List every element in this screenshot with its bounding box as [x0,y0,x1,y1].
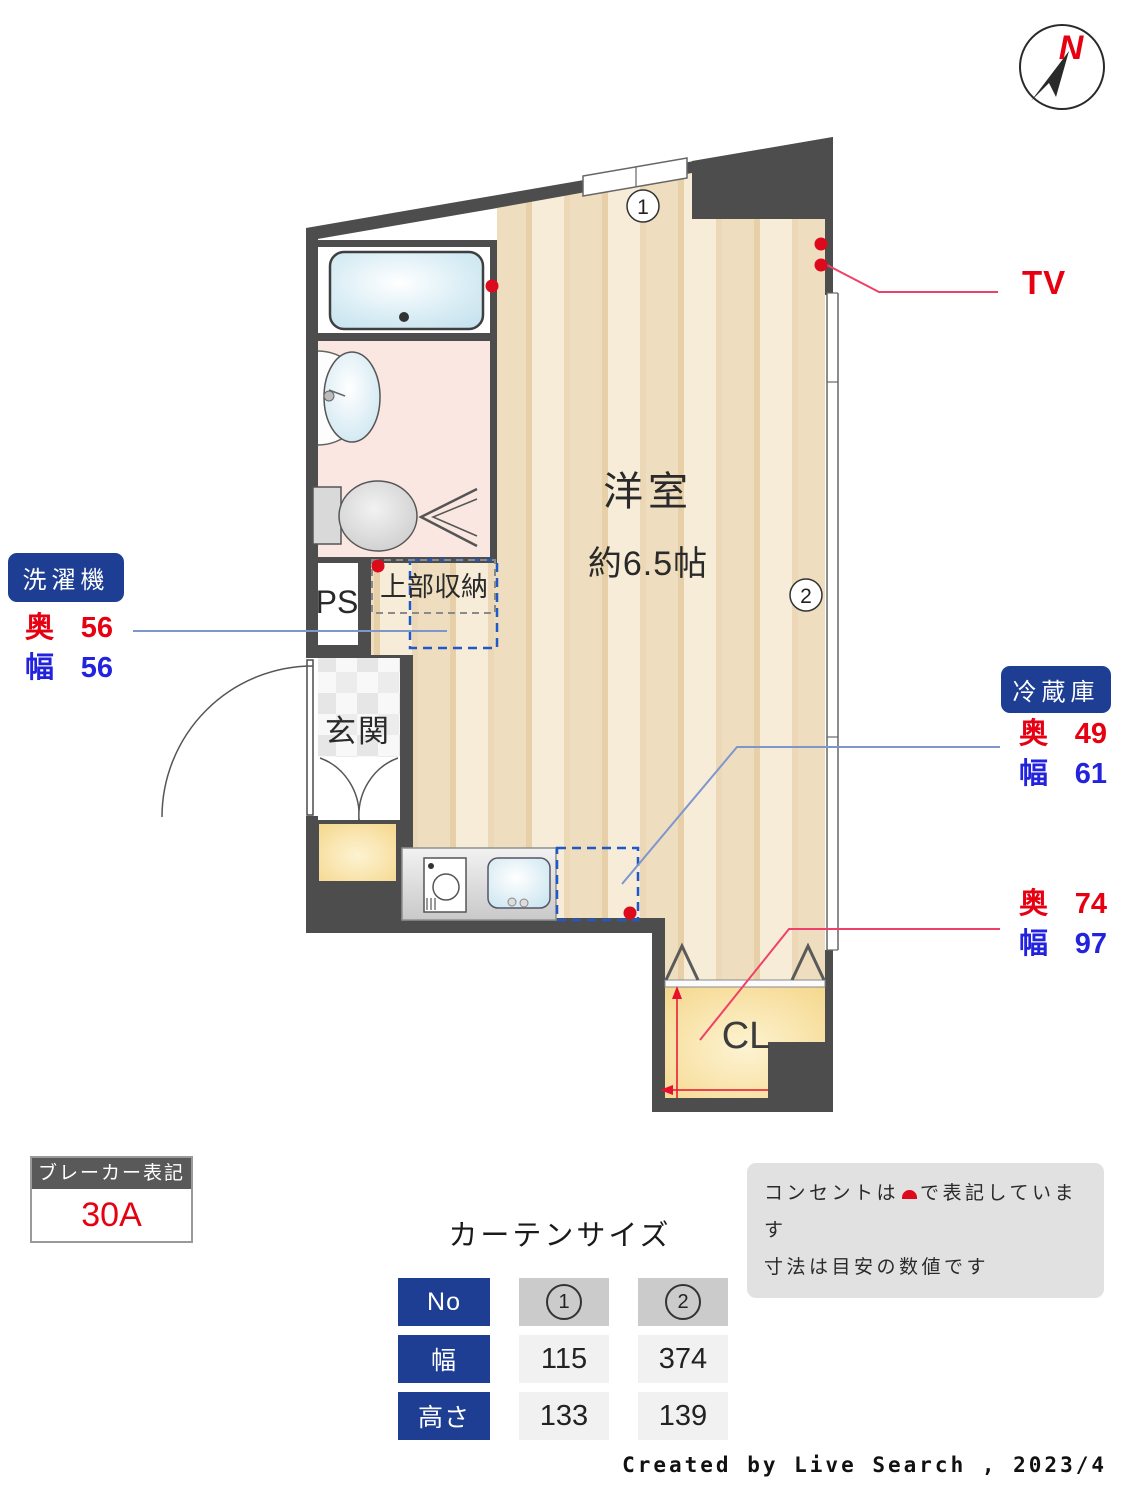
washer-space-outline [408,558,499,650]
entrance-label: 玄関 [325,714,391,749]
notes-line2: 寸法は目安の数値です [764,1257,990,1279]
main-room-floor [371,173,825,985]
upper-storage-label: 上部収納 [380,572,488,602]
folding-door-marks [664,942,826,981]
curtain-row-label-width: 幅 [398,1335,490,1383]
kitchen-sink [487,857,551,909]
outlet-dots [371,237,828,920]
closet-width-row: 幅 97 [1019,928,1107,960]
shoe-cabinet [319,824,396,881]
fridge-tag: 冷蔵庫 [1001,666,1111,713]
outlet-icon [485,279,499,293]
main-room-name: 洋室 [603,470,693,514]
outlet-icon [814,258,828,272]
compass: N [1019,24,1105,110]
front-door [161,659,314,818]
closet-depth-row: 奥 74 [1019,888,1107,920]
main-room-size: 約6.5帖 [588,545,708,583]
fridge-width-row: 幅 61 [1019,758,1107,790]
curtain-table: No 1 2 幅 115 374 高さ 133 139 [398,1278,728,1440]
curtain-col1-number: 1 [546,1284,582,1320]
pipe-space-label: PS [316,584,359,620]
kitchen-counter [401,847,557,921]
closet-measurements: 奥 74 幅 97 [1019,886,1107,962]
curtain-col2-number: 2 [665,1284,701,1320]
washer-measurements: 奥 56 幅 56 [25,610,113,686]
bathtub [328,250,485,331]
fridge-space-outline [555,846,640,922]
outlet-legend-icon [902,1190,918,1199]
compass-north-label: N [1059,29,1085,67]
washbasin [317,350,381,446]
svg-text:1: 1 [637,196,649,219]
tv-label: TV [1022,264,1067,301]
bathtub-drain [399,312,409,322]
svg-text:2: 2 [800,585,812,608]
tv-leader-line [826,264,998,293]
outlet-icon [623,906,637,920]
curtain-col2-width: 374 [638,1335,728,1383]
fridge-measurements: 奥 49 幅 61 [1019,716,1107,792]
outlet-icon [371,559,385,573]
compass-needle-icon [1031,51,1069,101]
window-2-badge: 2 [789,578,823,612]
closet-leader-line [699,928,1000,1041]
curtain-col2-header: 2 [638,1278,728,1326]
curtain-title: カーテンサイズ [448,1220,672,1252]
entry-inner-doors [318,757,400,821]
washer-depth-row: 奥 56 [25,612,113,644]
window-1 [582,157,688,197]
outlet-icon [814,237,828,251]
curtain-row-label-no: No [398,1278,490,1326]
breaker-value: 30A [81,1196,142,1234]
washer-width-row: 幅 56 [25,652,113,684]
closet-floor [665,987,825,1098]
curtain-col1-width: 115 [519,1335,609,1383]
closet-dimension-arrows [660,986,768,1098]
window-2 [826,292,839,951]
walls [306,137,833,1112]
breaker-box: ブレーカー表記 30A [30,1156,193,1243]
washer-tag: 洗濯機 [8,553,124,602]
curtain-col2-height: 139 [638,1392,728,1440]
fridge-depth-row: 奥 49 [1019,718,1107,750]
fridge-leader-line [621,746,1000,885]
breaker-title: ブレーカー表記 [32,1158,191,1189]
closet-label: CL [722,1015,771,1057]
footer-credit: Created by Live Search , 2023/4 [622,1453,1107,1477]
window-1-badge: 1 [626,189,660,223]
toilet [312,480,418,552]
curtain-col1-header: 1 [519,1278,609,1326]
notes-box: コンセントはで表記しています 寸法は目安の数値です [747,1163,1104,1299]
corner-shelf [418,487,478,548]
stove [423,857,467,913]
notes-line1: コンセントはで表記しています [764,1183,1077,1242]
upper-storage-outline [371,559,496,614]
curtain-row-label-height: 高さ [398,1392,490,1440]
curtain-col1-height: 133 [519,1392,609,1440]
